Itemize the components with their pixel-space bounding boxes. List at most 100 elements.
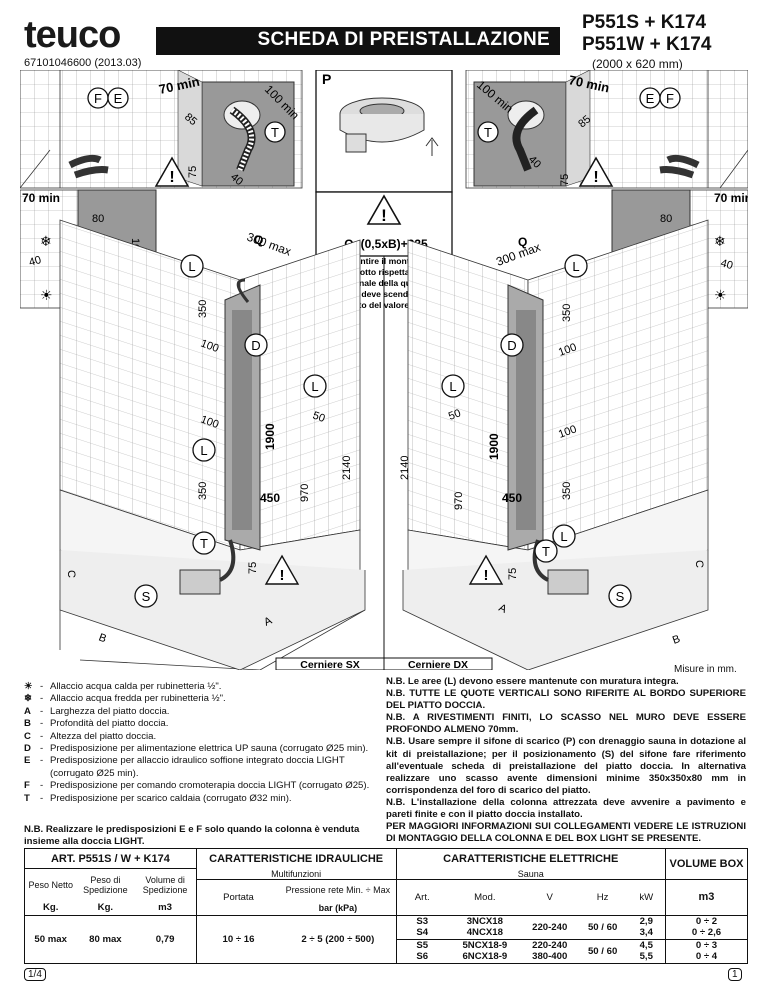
dim-100-left-b: 100 [199, 414, 220, 432]
col-v: V [546, 891, 553, 903]
legend-item: ☀-Allaccio acqua calda per rubinetteria … [24, 681, 222, 692]
row-art: S3 [395, 914, 448, 927]
dim-300max-left: 300 max [245, 230, 293, 259]
letter-F-right: F [666, 91, 674, 106]
unit-kg-1: Kg. [24, 901, 77, 915]
multifunzioni: Multifunzioni [195, 868, 396, 880]
letter-C-left: C [65, 570, 77, 578]
row-mod: 6NCX18-9 [447, 951, 522, 964]
dim-Q-right: Q [518, 235, 527, 249]
unit-m3: m3 [158, 902, 173, 914]
letter-D-left: D [251, 338, 260, 353]
warning-icon: ! [593, 169, 598, 186]
hz-group-1: 50 / 60 [577, 914, 628, 940]
value-peso-netto: 50 max [24, 914, 77, 964]
legend-item: C-Altezza del piatto doccia. [24, 730, 157, 742]
row-art: S6 [395, 951, 448, 964]
installation-drawing: F E 70 min 100 min 85 75 40 T ! P E F [20, 70, 748, 670]
letter-T-tl: T [271, 125, 279, 140]
row-mod: 4NCX18 [447, 927, 522, 940]
electric-title: CARATTERISTICHE ELETTRICHE [395, 848, 666, 869]
row-kw: 2,9 [627, 914, 666, 927]
caption-sx: Cerniere SX [300, 659, 360, 670]
dim-100-right-a: 100 [557, 341, 578, 359]
legend-item: B-Profondità del piatto doccia. [24, 718, 169, 730]
page-indicator-left: 1/4 [24, 968, 46, 981]
dim-450-left: 450 [260, 491, 280, 505]
dim-75-right: 75 [507, 568, 519, 580]
col-portata: Portata [195, 879, 281, 915]
cold-water-icon: ❄ [714, 233, 726, 249]
warning-icon: ! [280, 567, 285, 584]
hydraulic-title: CARATTERISTICHE IDRAULICHE [195, 848, 396, 869]
dim-40-mr: 40 [719, 257, 734, 272]
value-portata: 10 ÷ 16 [195, 914, 281, 964]
cold-water-icon: ❄ [40, 233, 52, 249]
svg-text:valore finale della quota Q: valore finale della quota Q [326, 278, 433, 288]
row-art: S5 [395, 939, 448, 951]
legend-item: T-Predisposizione per scarico caldaia (c… [24, 792, 292, 804]
document-code: 67101046600 (2013.03) [24, 57, 142, 69]
detail-siphon: P [315, 70, 453, 193]
page-title: SCHEDA DI PREISTALLAZIONE [156, 27, 560, 55]
letter-D-right: D [507, 338, 516, 353]
col-peso-netto: Peso Netto [24, 868, 77, 901]
letter-E-right: E [646, 91, 655, 106]
dim-50-left: 50 [311, 410, 327, 425]
product-dimensions: (2000 x 620 mm) [592, 57, 683, 71]
dim-80-mr: 80 [660, 213, 672, 225]
model-line-1: P551S + K174 [582, 12, 707, 33]
row-mod: 5NCX18-9 [462, 939, 508, 951]
dim-350-left-top: 350 [197, 300, 209, 318]
value-vol-sped: 0,79 [134, 914, 197, 964]
formula-note: Per garantire il montaggio del prodotto … [326, 256, 438, 310]
legend-item: ❄-Allaccio acqua fredda per rubinetteria… [24, 693, 226, 705]
dim-970-right: 970 [453, 492, 465, 510]
left-corner-view: L D L L T S 300 max Q 350 100 50 100 190… [59, 219, 366, 670]
note-e-f: N.B. Realizzare le predisposizioni E e F… [24, 824, 360, 847]
v-group-2: 220-240 [532, 939, 568, 951]
svg-text:al di sotto del valore 615.: al di sotto del valore 615. [326, 300, 428, 310]
col-kw: kW [639, 891, 654, 903]
letter-E-left: E [114, 91, 123, 106]
row-kw: 4,5 [639, 939, 653, 951]
dim-75-left: 75 [247, 562, 259, 574]
row-m3: 0 ÷ 2 [664, 914, 749, 927]
letter-T-right: T [542, 544, 550, 559]
dim-75-tr: 75 [559, 174, 571, 186]
svg-text:Per garantire il montaggio: Per garantire il montaggio [326, 256, 433, 266]
unit-pressione: bar (kPa) [318, 902, 358, 913]
detail-top-right: E F 70 min 100 min 85 75 40 T ! [465, 70, 748, 189]
letter-B-right: B [671, 633, 682, 647]
dim-70min-mr: 70 min [714, 191, 748, 205]
letter-T-left: T [200, 536, 208, 551]
legend-item: A-Larghezza del piatto doccia. [24, 705, 170, 717]
col-pressione: Pressione rete Min. ÷ Max [285, 885, 391, 896]
formula: Q=(0,5xB)+235 [344, 237, 428, 251]
row-m3: 0 ÷ 2,6 [664, 927, 749, 940]
col-hz: Hz [596, 891, 609, 903]
value-pressione: 2 ÷ 5 (200 ÷ 500) [280, 914, 396, 964]
dim-50-right: 50 [447, 407, 463, 422]
volume-title: VOLUME BOX [664, 848, 749, 880]
teuco-logo: teuco [24, 14, 121, 56]
row-kw: 5,5 [627, 951, 666, 964]
legend: ☀-Allaccio acqua calda per rubinetteria … [24, 681, 376, 805]
warning-icon: ! [381, 206, 387, 225]
legend-item: E-Predisposizione per allaccio idraulico… [24, 755, 345, 779]
v-group-1: 220-240 [521, 914, 578, 940]
svg-text:che non deve scendere mai: che non deve scendere mai [326, 289, 438, 299]
dim-1900-left: 1900 [263, 423, 277, 450]
dim-Q-left: Q [254, 233, 263, 247]
col-art: Art. [395, 879, 448, 915]
dim-80-ml: 80 [92, 213, 104, 225]
dim-450-right: 450 [502, 491, 522, 505]
row-mod: 3NCX18 [447, 914, 522, 927]
col-peso-sped: Peso di Spedizione [83, 875, 128, 895]
hot-water-icon: ☀ [40, 287, 53, 303]
dim-70min-ml: 70 min [22, 191, 60, 205]
v-group-2b: 380-400 [521, 951, 578, 964]
col-vol-sped: Volume di Spedizione [142, 875, 188, 895]
letter-L-6: L [560, 529, 567, 544]
letter-L-4: L [572, 259, 579, 274]
